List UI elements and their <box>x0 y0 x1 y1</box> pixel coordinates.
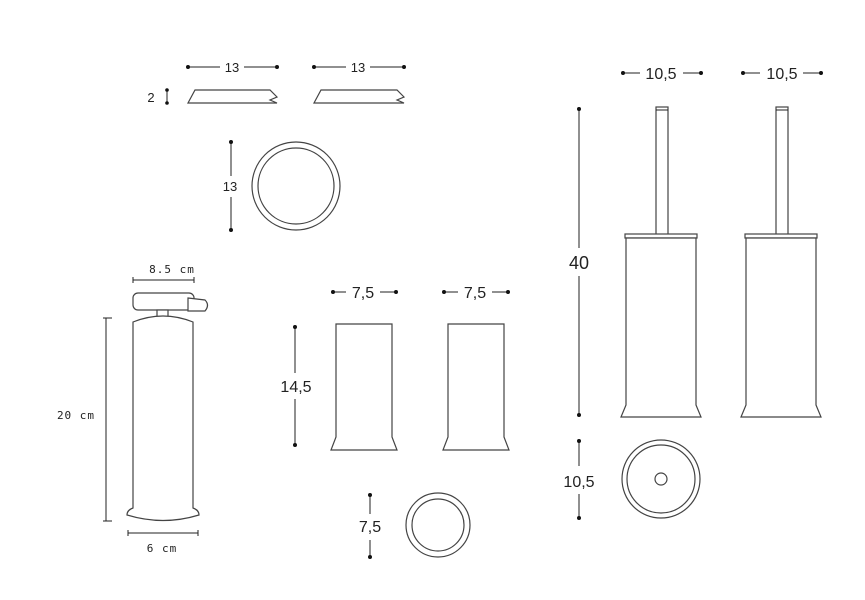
brush-top-view <box>621 439 701 519</box>
tray-height-dimension: 2 <box>147 88 169 105</box>
dispenser-base-dimension: 6 cm <box>127 530 199 555</box>
tray-side-view-a <box>186 89 279 104</box>
cup-side-view-b <box>442 323 510 451</box>
dispenser-base-label: 6 cm <box>147 542 178 555</box>
brush-width-label-a: 10,5 <box>645 66 676 83</box>
cup-top-view <box>405 492 471 558</box>
brush-height-dimension: 40 <box>569 107 589 417</box>
brush-width-dimension-a: 10,5 <box>621 66 703 83</box>
brush-width-dimension-b: 10,5 <box>741 66 823 83</box>
cup-width-label-a: 7,5 <box>352 285 374 302</box>
cup-diameter-label: 7,5 <box>359 519 381 536</box>
tray-width-label-a: 13 <box>225 60 239 75</box>
dispenser-width-label: 8.5 cm <box>149 263 195 276</box>
cup-width-label-b: 7,5 <box>464 285 486 302</box>
brush-diameter-dimension: 10,5 <box>563 439 595 520</box>
brush-width-label-b: 10,5 <box>766 66 797 83</box>
tray-diameter-dimension: 13 <box>223 140 237 232</box>
tray-width-dimension-a: 13 <box>186 60 279 75</box>
cup-width-dimension-b: 7,5 <box>442 285 510 302</box>
brush-side-view-a <box>620 106 702 418</box>
brush-group: 10,5 10,5 40 <box>563 66 823 520</box>
cup-side-view-a <box>330 323 398 451</box>
brush-height-label: 40 <box>569 253 589 273</box>
tray-side-view-b <box>312 89 406 104</box>
tray-width-dimension-b: 13 <box>312 60 406 75</box>
tray-group: 13 13 2 13 <box>147 60 406 232</box>
cup-height-label: 14,5 <box>280 379 311 396</box>
tray-top-view <box>251 141 341 231</box>
brush-side-view-b <box>740 106 822 418</box>
dispenser-height-label: 20 cm <box>57 409 95 422</box>
dispenser-width-dimension: 8.5 cm <box>132 263 195 283</box>
tray-width-label-b: 13 <box>351 60 365 75</box>
tray-diameter-label: 13 <box>223 179 237 194</box>
dispenser-drawing <box>126 292 209 522</box>
brush-diameter-label: 10,5 <box>563 474 594 491</box>
cup-height-dimension: 14,5 <box>280 325 312 447</box>
cup-group: 7,5 7,5 14,5 7,5 <box>280 285 510 559</box>
dispenser-height-dimension: 20 cm <box>57 317 112 522</box>
cup-width-dimension-a: 7,5 <box>331 285 398 302</box>
dispenser-group: 8.5 cm 20 cm 6 cm <box>57 263 209 555</box>
tray-height-label: 2 <box>147 90 154 105</box>
cup-diameter-dimension: 7,5 <box>359 493 381 559</box>
